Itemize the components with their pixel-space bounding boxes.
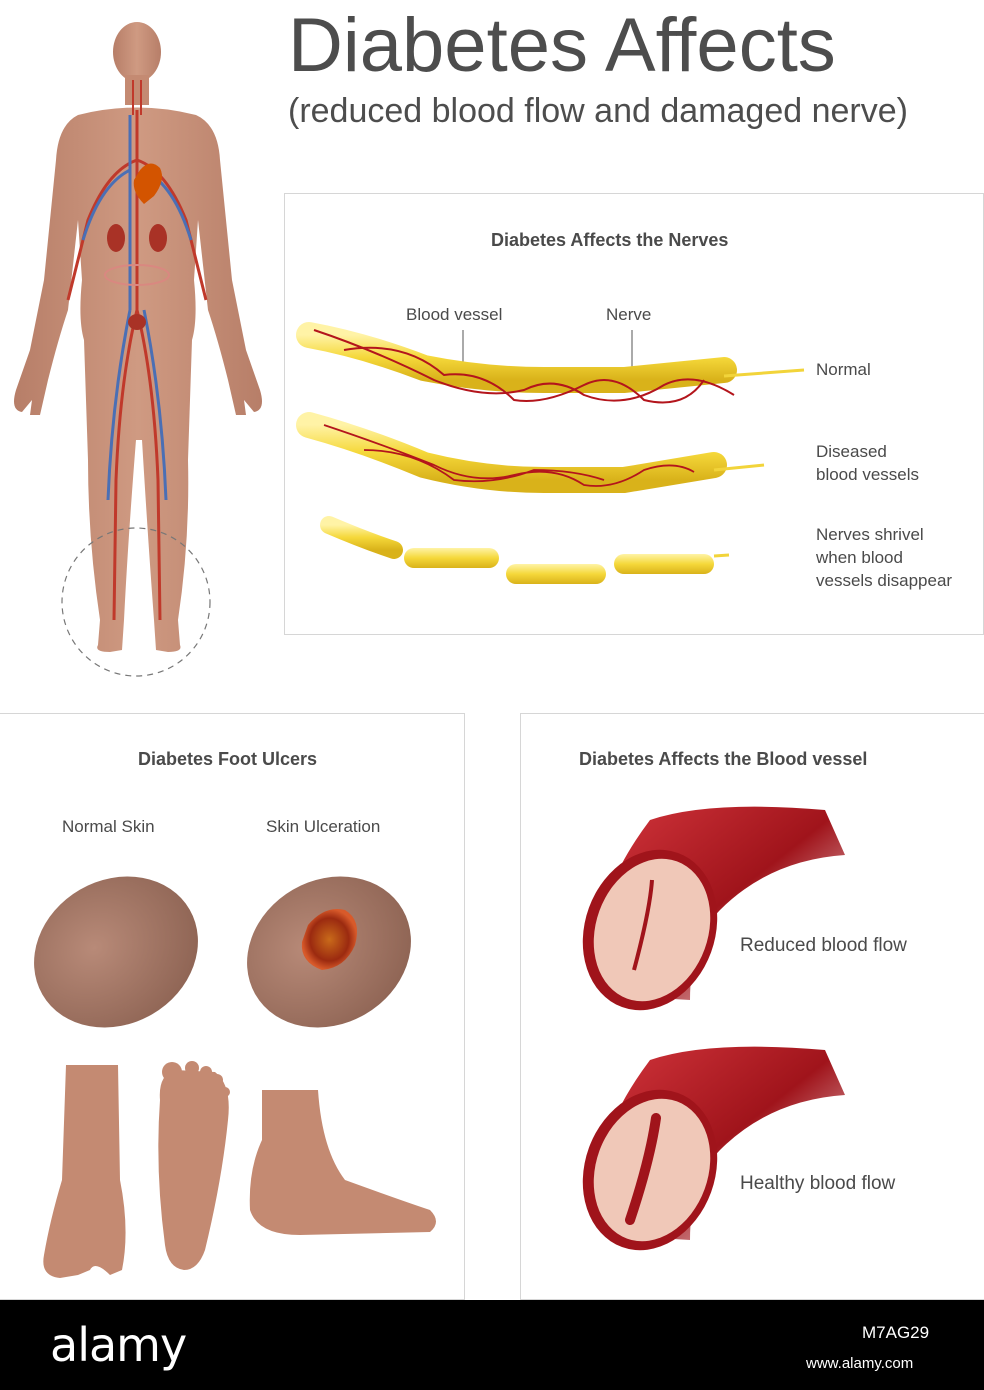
image-code: M7AG29 [862,1323,930,1342]
label-reduced-blood-flow: Reduced blood flow [740,935,907,956]
foot-ulcers-title: Diabetes Foot Ulcers [138,749,318,769]
label-diseased-line1: Diseased [816,442,887,461]
page-title: Diabetes Affects [288,3,836,88]
label-normal-skin: Normal Skin [62,817,155,836]
label-skin-ulceration: Skin Ulceration [266,817,381,836]
label-shrivel-line3: vessels disappear [816,571,953,590]
label-shrivel-line2: when blood [816,548,903,567]
label-healthy-blood-flow: Healthy blood flow [740,1173,896,1194]
footer-bar [0,1300,984,1390]
callout-blood-vessel: Blood vessel [406,305,503,324]
human-body-illustration [14,22,262,677]
site-url[interactable]: www.alamy.com [806,1355,914,1372]
blood-vessel-illustrations [582,806,845,1251]
callout-nerve: Nerve [606,305,652,324]
label-shrivel-line1: Nerves shrivel [816,525,924,544]
foot-illustrations [34,876,436,1278]
nerve-illustrations [296,322,805,584]
label-diseased-line2: blood vessels [816,465,920,484]
label-normal: Normal [816,360,871,379]
brand-logo: alamy [50,1318,187,1372]
blood-vessel-title: Diabetes Affects the Blood vessel [579,749,868,769]
page-subtitle: (reduced blood flow and damaged nerve) [288,92,908,130]
nerves-panel-title: Diabetes Affects the Nerves [491,230,729,250]
